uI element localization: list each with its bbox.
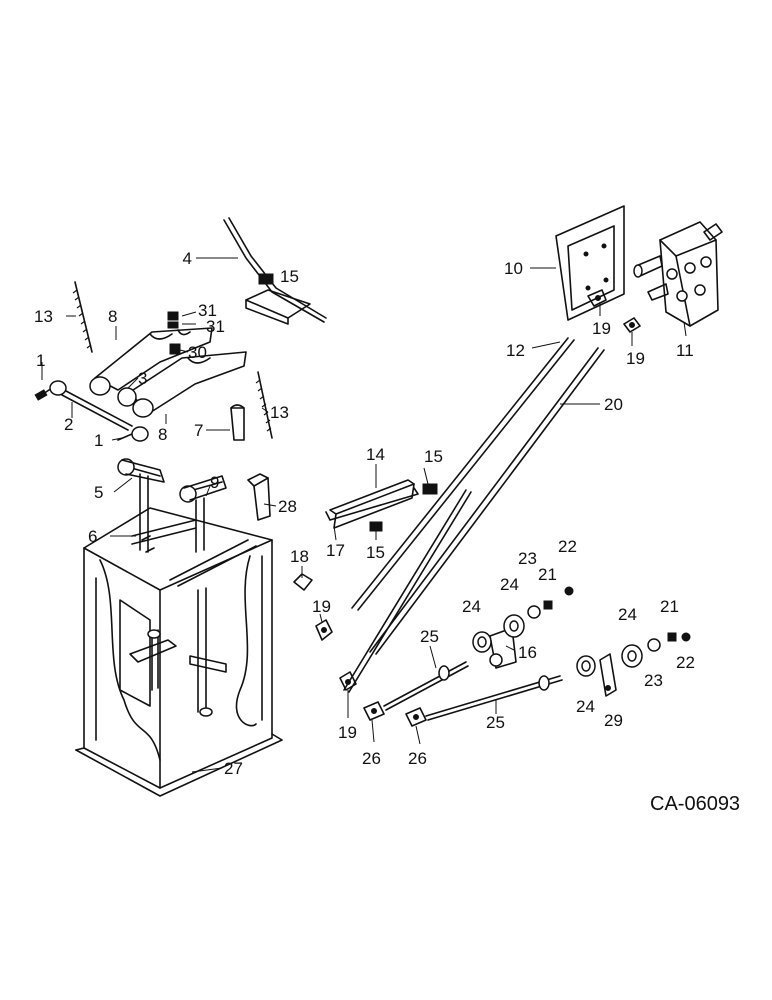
bolt-15-upper [258, 273, 274, 285]
lever-4 [223, 217, 327, 325]
callout-4: 4 [183, 249, 192, 268]
bracket-7 [230, 404, 245, 441]
nut-21-b [667, 632, 677, 642]
washer-23-b [647, 638, 661, 652]
spring-13-left [72, 281, 93, 353]
bolt-1-lower [117, 426, 149, 442]
clevis-19-lower [339, 671, 357, 691]
callout-23-a: 23 [518, 549, 537, 568]
callout-27: 27 [224, 759, 243, 778]
nut-30 [169, 343, 181, 355]
spring-24-c [576, 655, 596, 677]
callout-22-b: 22 [676, 653, 695, 672]
callout-24-c: 24 [576, 697, 595, 716]
callout-26-right: 26 [408, 749, 427, 768]
callout-15-mid: 15 [424, 447, 443, 466]
clip-18 [293, 573, 313, 591]
callout-19-left: 19 [312, 597, 331, 616]
callout-29: 29 [604, 711, 623, 730]
callout-26-left: 26 [362, 749, 381, 768]
callout-16: 16 [518, 643, 537, 662]
callout-13: 13 [34, 307, 53, 326]
spring-24-d [621, 644, 643, 668]
bracket-28 [247, 473, 271, 521]
callout-10: 10 [504, 259, 523, 278]
callout-19-plate: 19 [592, 319, 611, 338]
rod-end-26-right [405, 707, 427, 727]
callout-15: 15 [280, 267, 299, 286]
clevis-19-valve [623, 317, 641, 333]
callout-1-lower: 1 [94, 431, 103, 450]
callout-24-d: 24 [618, 605, 637, 624]
callout-23-b: 23 [644, 671, 663, 690]
washer-23-a [527, 605, 541, 619]
spring-13-right [255, 371, 273, 439]
callout-21-b: 21 [660, 597, 679, 616]
callout-25-lower: 25 [486, 713, 505, 732]
nut-22-a [564, 586, 574, 596]
shaft-6 [129, 519, 227, 717]
callout-31b: 31 [206, 317, 225, 336]
callout-7: 7 [194, 421, 203, 440]
bracket-17 [325, 487, 419, 521]
callout-24-a: 24 [462, 597, 481, 616]
link-8-upper [89, 327, 213, 396]
rod-12 [351, 337, 575, 611]
plate-10 [555, 205, 625, 321]
callout-22-a: 22 [558, 537, 577, 556]
bolt-15-lower [369, 521, 383, 532]
callout-30: 30 [188, 343, 207, 362]
rod-25-lower [425, 675, 563, 721]
callout-labels: 4 15 13 8 31 31 30 1 3 2 1 8 7 13 5 9 6 … [34, 249, 740, 815]
callout-18: 18 [290, 547, 309, 566]
bolt-31 [167, 311, 179, 329]
handle-9 [179, 475, 227, 553]
diagram-code: CA-06093 [650, 793, 740, 815]
callout-8-lower: 8 [158, 425, 167, 444]
callout-14: 14 [366, 445, 385, 464]
rod-20 [369, 347, 605, 655]
callout-19-low: 19 [338, 723, 357, 742]
callout-2: 2 [64, 415, 73, 434]
callout-31: 31 [198, 301, 217, 320]
rod-25-upper [383, 661, 469, 711]
clevis-19-left [315, 619, 333, 641]
callout-21-a: 21 [538, 565, 557, 584]
callout-3: 3 [138, 369, 147, 388]
callout-25-upper: 25 [420, 627, 439, 646]
callout-13-right: 13 [270, 403, 289, 422]
nut-21-a [543, 600, 553, 610]
leader-lines [41, 257, 687, 773]
nut-22-b [681, 632, 691, 642]
callout-28: 28 [278, 497, 297, 516]
rod-2 [61, 390, 133, 431]
callout-19-valve: 19 [626, 349, 645, 368]
callout-20: 20 [604, 395, 623, 414]
spring-24-b [503, 614, 525, 638]
callout-12: 12 [506, 341, 525, 360]
callout-6: 6 [88, 527, 97, 546]
callout-11: 11 [676, 341, 694, 360]
valve-11 [633, 221, 723, 327]
rod-end-26-left [363, 701, 385, 721]
callout-9: 9 [210, 473, 219, 492]
rod-12b [343, 489, 472, 693]
pedestal-27 [75, 507, 283, 797]
callout-5: 5 [94, 483, 103, 502]
bolt-1-upper [34, 380, 67, 401]
callout-15-low: 15 [366, 543, 385, 562]
bolt-15-middle [422, 483, 438, 495]
clevis-19-plate [587, 289, 607, 307]
clevis-29 [599, 653, 617, 697]
link-8-lower [117, 351, 247, 418]
callout-1: 1 [36, 351, 45, 370]
callout-8: 8 [108, 307, 117, 326]
spring-24-a [472, 631, 492, 653]
callout-24-b: 24 [500, 575, 519, 594]
callout-17: 17 [326, 541, 345, 560]
plate-14 [329, 479, 415, 529]
